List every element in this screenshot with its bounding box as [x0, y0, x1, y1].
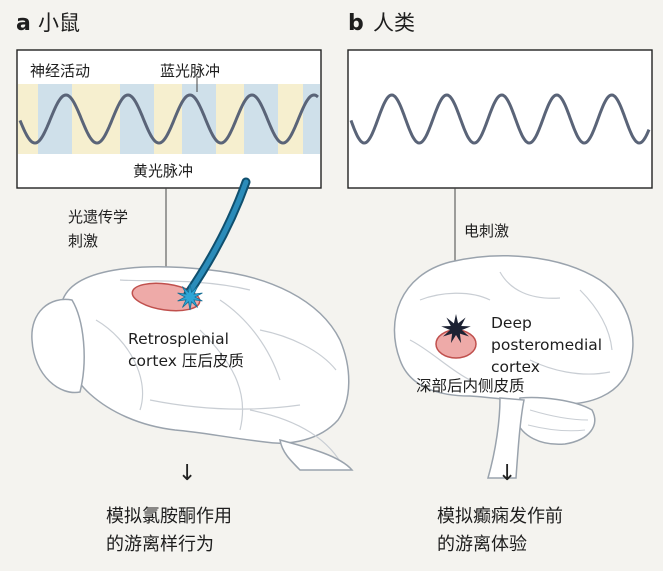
- panel-a-signal-box: 神经活动 蓝光脉冲 黄光脉冲: [16, 49, 322, 189]
- human-brain: [393, 255, 634, 479]
- dpmc-label-line3: cortex: [491, 358, 540, 376]
- brain-fold: [95, 319, 144, 411]
- yellow-band: [18, 84, 38, 154]
- retrosplenial-cortex-region: [131, 282, 201, 312]
- panel-b-outcome-line2: 的游离体验: [437, 534, 527, 555]
- optogenetic-label-line2: 刺激: [68, 232, 98, 250]
- panel-a-outcome-line1: 模拟氯胺酮作用: [106, 506, 232, 527]
- brain-fold: [149, 399, 301, 410]
- down-arrow-icon: ↓: [178, 461, 196, 486]
- light-pulse-bands: [18, 84, 320, 154]
- electrical-burst-icon: [441, 314, 471, 344]
- mouse-brain: [31, 266, 354, 471]
- brain-fold: [419, 292, 491, 301]
- panel-a-letter: a: [16, 11, 31, 36]
- blue-pulse-label: 蓝光脉冲: [160, 62, 220, 80]
- olfactory-bulb: [31, 298, 85, 394]
- panel-a-title: 小鼠: [38, 11, 80, 35]
- neural-activity-label: 神经活动: [30, 62, 90, 80]
- cerebellum-fold: [527, 424, 586, 432]
- panel-b-letter: b: [348, 11, 364, 36]
- panel-a-outcome-line2: 的游离样行为: [106, 534, 214, 555]
- mouse-cerebellum: [279, 438, 354, 471]
- optogenetic-label-line1: 光遗传学: [68, 208, 128, 226]
- panel-b-title: 人类: [373, 11, 415, 35]
- brain-fold: [219, 299, 281, 381]
- down-arrow-icon: ↓: [498, 461, 516, 486]
- panel-b-signal-box: [347, 49, 653, 189]
- brain-fold: [259, 329, 337, 371]
- brain-fold: [409, 339, 471, 381]
- human-cerebellum: [515, 396, 596, 445]
- signal-box-frame: [347, 49, 653, 189]
- neural-activity-wave: [349, 93, 651, 145]
- light-burst-icon: [177, 283, 203, 311]
- dpmc-label-line1: Deep: [491, 314, 532, 332]
- brain-fold: [579, 289, 613, 351]
- dpmc-label-line4: 深部后内侧皮质: [416, 377, 525, 395]
- retrosplenial-label-line1: Retrosplenial: [128, 330, 229, 348]
- yellow-pulse-label: 黄光脉冲: [133, 162, 193, 180]
- neural-activity-wave: [18, 93, 319, 145]
- brain-fold: [529, 359, 611, 375]
- optical-fiber: [185, 179, 249, 297]
- cerebellum-fold: [529, 409, 589, 421]
- retrosplenial-label-line2: cortex 压后皮质: [128, 352, 244, 370]
- electrical-stim-label: 电刺激: [464, 222, 509, 240]
- brain-fold: [119, 279, 251, 291]
- human-brainstem: [487, 397, 525, 479]
- mouse-cortex-outline: [59, 266, 350, 444]
- brain-fold: [199, 329, 244, 431]
- dpmc-label-line2: posteromedial: [491, 336, 602, 354]
- panel-b-outcome-line1: 模拟癫痫发作前: [437, 506, 563, 527]
- brain-fold: [499, 271, 561, 299]
